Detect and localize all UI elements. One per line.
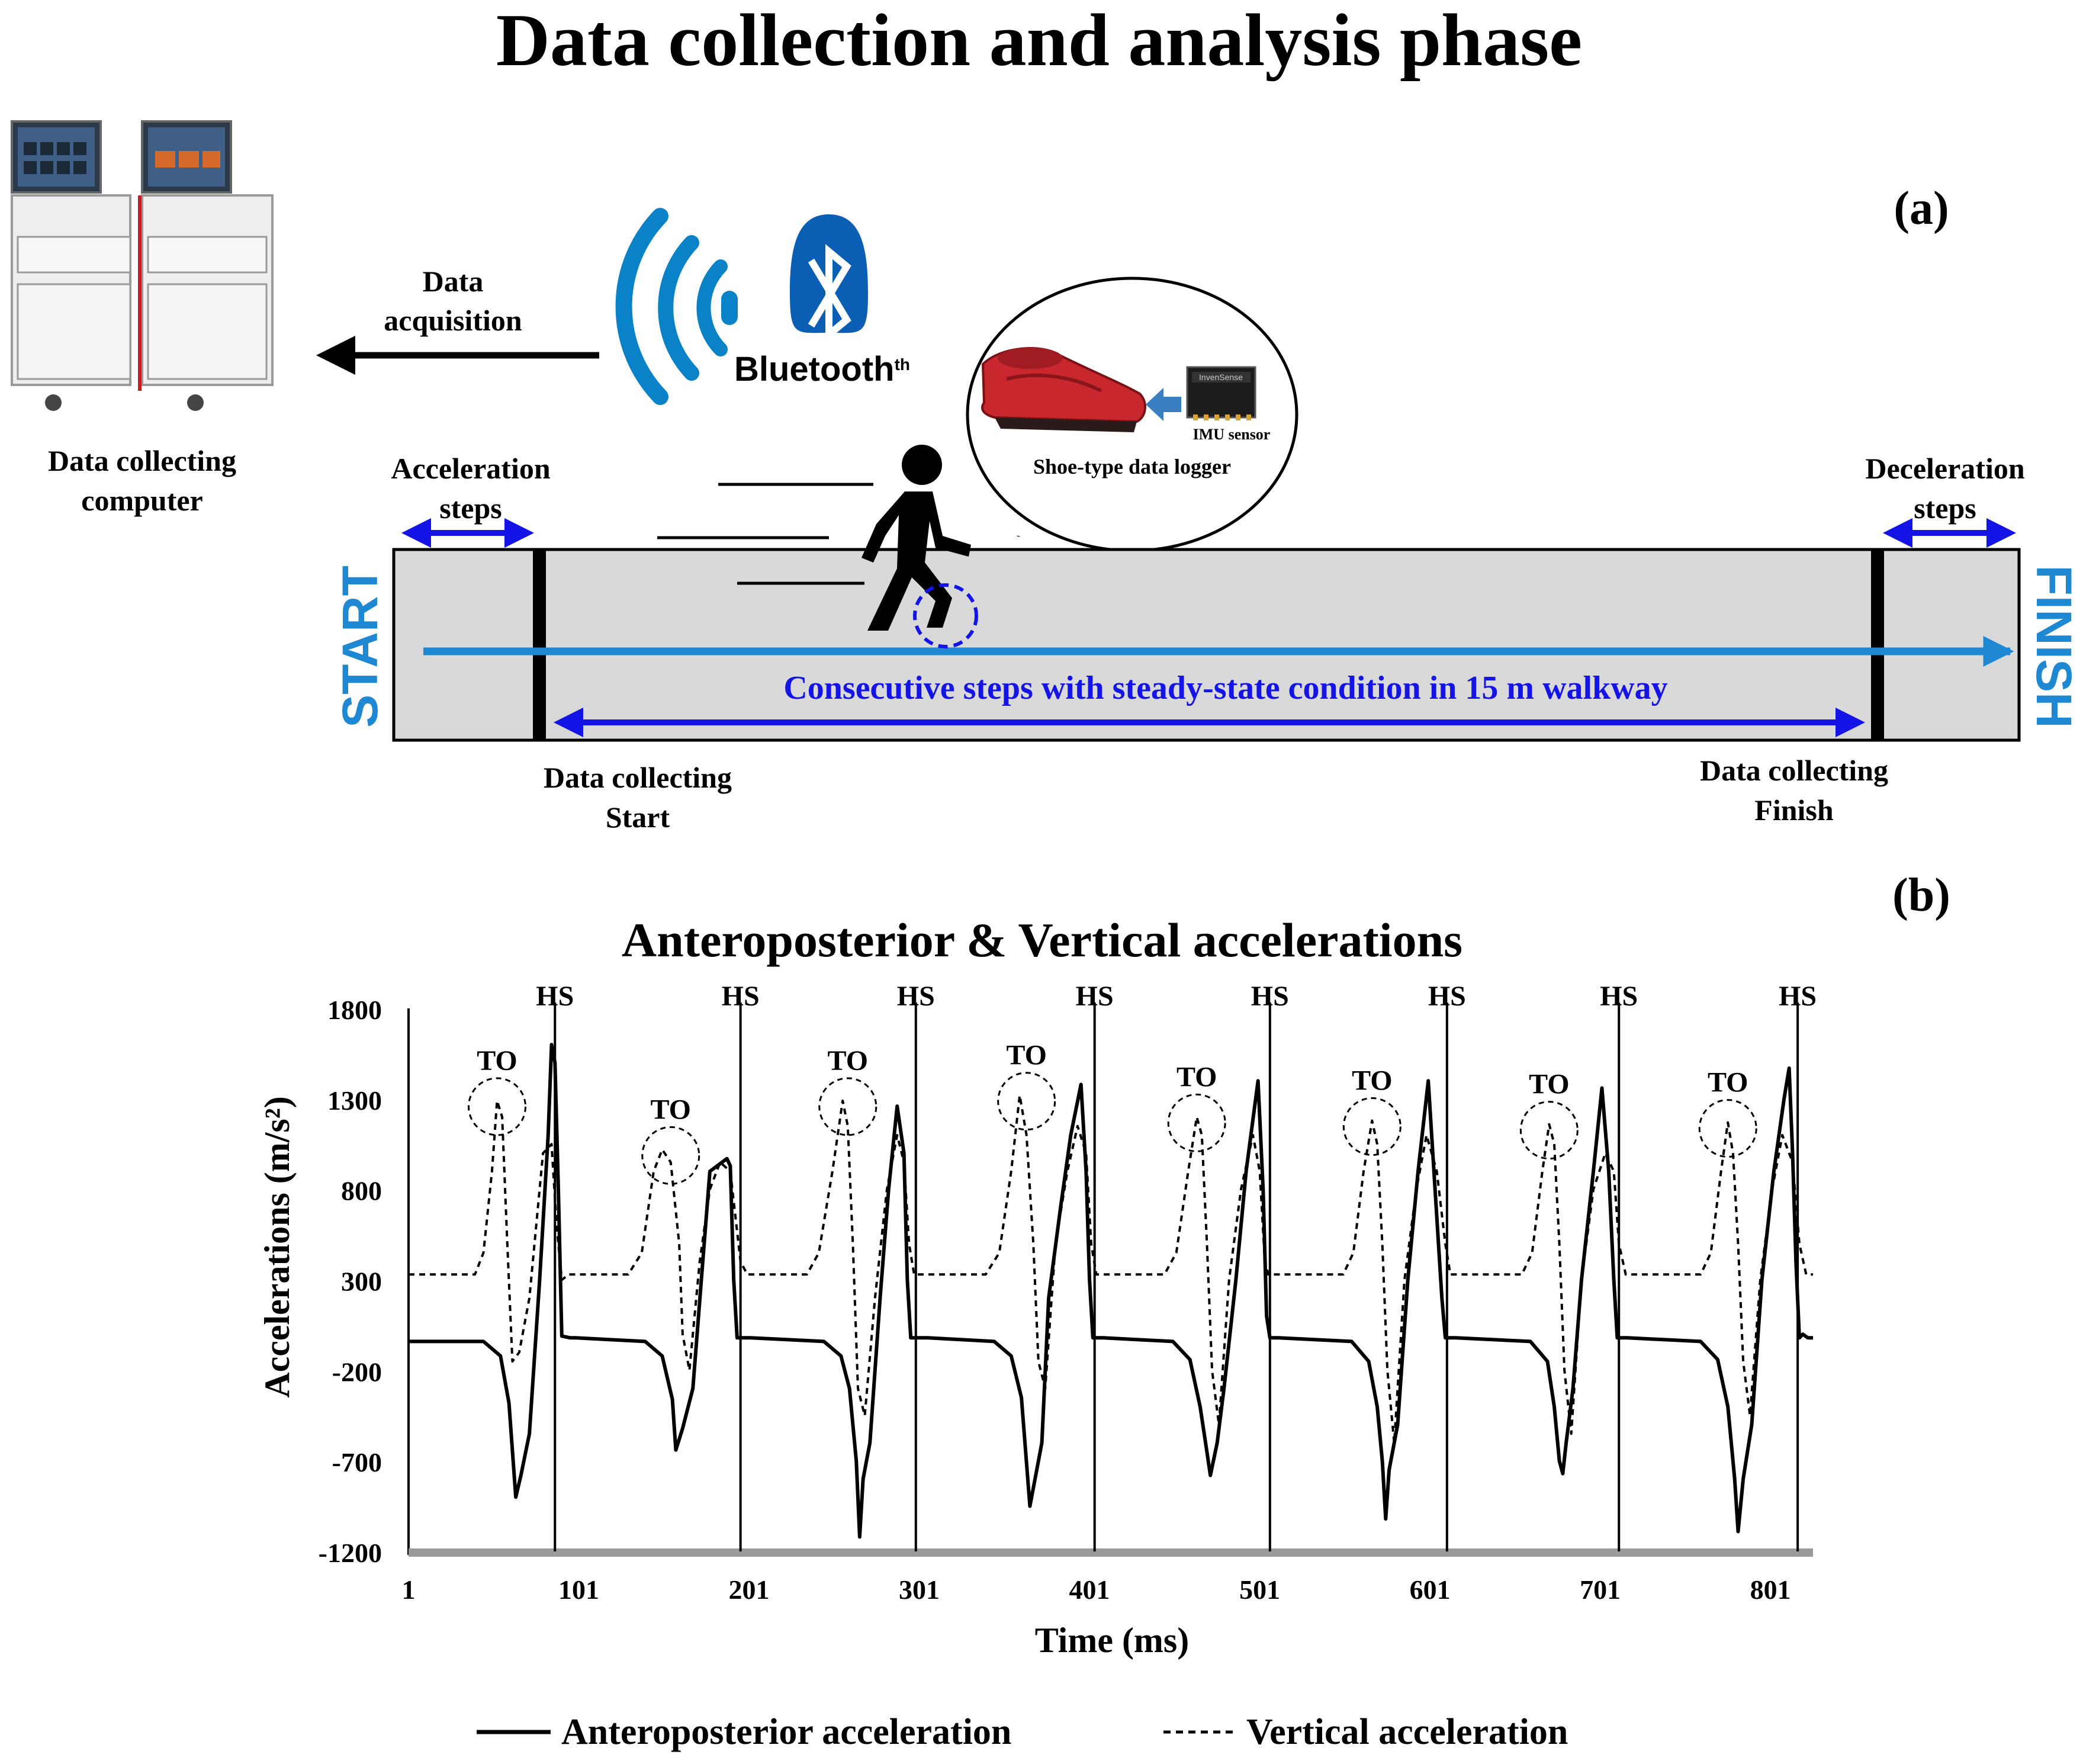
y-tick-label: 300: [341, 1267, 382, 1297]
to-label: TO: [1006, 1040, 1046, 1071]
x-tick-label: 201: [729, 1575, 770, 1605]
hs-label: HS: [722, 981, 760, 1012]
y-axis-label: Accelerations (m/s²): [258, 1096, 297, 1397]
y-tick-label: 1300: [327, 1085, 382, 1116]
shoe-icon: [981, 347, 1146, 432]
chart-title: Anteroposterior & Vertical accelerations: [622, 913, 1462, 967]
decel-steps-label-line1: Deceleration: [1865, 452, 2025, 485]
finish-label: FINISH: [2026, 565, 2082, 728]
collect-start-label-line1: Data collecting: [544, 761, 732, 794]
anteroposterior-acceleration-line: [409, 1043, 1813, 1539]
hs-label: HS: [1428, 981, 1466, 1012]
vertical-acceleration-line: [409, 1094, 1813, 1444]
bluetooth-superscript: th: [895, 355, 910, 374]
x-tick-label: 601: [1410, 1575, 1451, 1605]
arrow-to-shoe-icon: [1146, 388, 1181, 421]
accel-steps-label-line1: Acceleration: [391, 452, 551, 485]
to-marker-circle: [468, 1077, 527, 1136]
to-label: TO: [1708, 1067, 1748, 1098]
wireless-signal-icon: [615, 208, 738, 405]
start-label: START: [332, 565, 388, 728]
computer-label-line1: Data collecting: [48, 444, 236, 477]
legend-ap-label: Anteroposterior acceleration: [561, 1712, 1011, 1752]
collect-start-line: [533, 550, 546, 740]
y-tick-label: -200: [332, 1357, 382, 1387]
to-label: TO: [477, 1045, 517, 1077]
collect-start-label-line2: Start: [606, 801, 670, 834]
collect-finish-label-line1: Data collecting: [1700, 754, 1888, 787]
shoe-logger-label: Shoe-type data logger: [1033, 455, 1231, 478]
to-marker-circle: [641, 1126, 700, 1185]
to-marker-circle: [1698, 1099, 1757, 1158]
x-axis-label: Time (ms): [1035, 1621, 1190, 1660]
bluetooth-label: Bluetoothth: [734, 350, 910, 388]
x-tick-label: 801: [1750, 1575, 1791, 1605]
walkway: [392, 548, 2021, 742]
x-tick-label: 301: [899, 1575, 940, 1605]
hs-label: HS: [1076, 981, 1114, 1012]
accel-steps-label-line2: steps: [439, 491, 502, 525]
hs-label: HS: [897, 981, 935, 1012]
y-tick-label: -1200: [319, 1538, 382, 1568]
walking-person-icon: [862, 445, 971, 631]
bluetooth-icon: [790, 214, 868, 342]
to-marker-circle: [1167, 1093, 1226, 1152]
collect-finish-label-line2: Finish: [1754, 793, 1834, 827]
acceleration-chart: 1800 1300 800 300 -200 -700 -1200 1 101 201 301 401…: [319, 981, 1817, 1605]
legend-v-label: Vertical acceleration: [1246, 1712, 1568, 1752]
hs-label: HS: [1600, 981, 1638, 1012]
to-label: TO: [651, 1094, 691, 1125]
hs-label: HS: [1251, 981, 1289, 1012]
to-marker-circle: [818, 1077, 877, 1136]
acquisition-label-line1: Data: [423, 265, 484, 298]
to-label: TO: [1529, 1069, 1569, 1100]
hs-label: HS: [536, 981, 574, 1012]
imu-sensor-label: IMU sensor: [1193, 426, 1271, 443]
decel-steps-label-line2: steps: [1914, 491, 1976, 525]
acquisition-label-line2: acquisition: [384, 304, 522, 337]
to-marker-circle: [1519, 1101, 1579, 1160]
x-tick-label: 1: [402, 1575, 416, 1605]
walkway-text: Consecutive steps with steady-state cond…: [783, 670, 1667, 706]
to-label: TO: [1176, 1061, 1217, 1093]
motion-lines: [657, 483, 873, 585]
imu-sensor-icon: InvenSense: [1186, 366, 1256, 420]
to-marker-circle: [997, 1072, 1056, 1131]
to-label: TO: [828, 1045, 868, 1077]
x-tick-label: 101: [558, 1575, 599, 1605]
to-marker-circle: [1342, 1097, 1401, 1156]
y-tick-label: 800: [341, 1176, 382, 1206]
panel-a-label: (a): [1894, 182, 1949, 234]
chart-legend: Anteroposterior acceleration Vertical ac…: [477, 1712, 1568, 1752]
y-tick-label: -700: [332, 1447, 382, 1477]
x-tick-label: 701: [1580, 1575, 1621, 1605]
x-tick-label: 401: [1069, 1575, 1110, 1605]
computer-label-line2: computer: [81, 484, 203, 517]
data-collecting-computer-icon: [11, 120, 274, 411]
to-label: TO: [1352, 1065, 1392, 1097]
figure-title: Data collection and analysis phase: [496, 0, 1582, 82]
bluetooth-word: Bluetooth: [734, 350, 895, 388]
hs-label: HS: [1779, 981, 1817, 1012]
x-tick-label: 501: [1239, 1575, 1280, 1605]
panel-b-label: (b): [1892, 869, 1950, 921]
sensor-location-marker: [913, 583, 978, 648]
y-tick-label: 1800: [327, 995, 382, 1025]
imu-brand-label: InvenSense: [1199, 372, 1243, 382]
collect-finish-line: [1871, 550, 1884, 740]
